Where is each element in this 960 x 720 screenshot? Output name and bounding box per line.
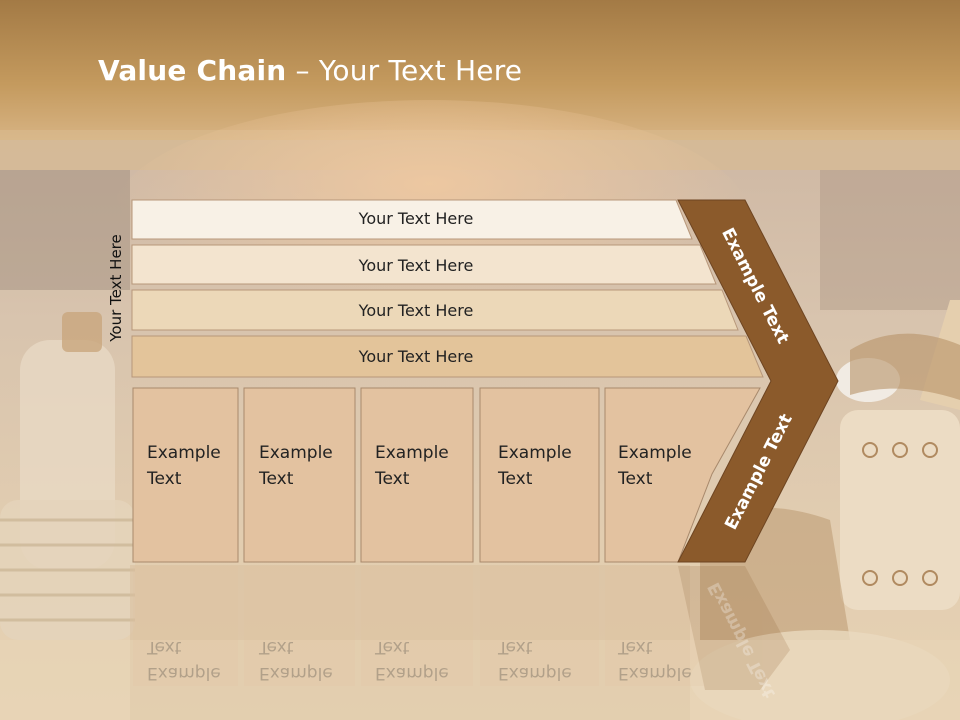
box-reflection-5: Example Text xyxy=(618,634,692,686)
box-label-3-line2: Text xyxy=(375,469,410,489)
activity-box-1 xyxy=(132,387,239,563)
box-label-1-line1: Example xyxy=(147,443,221,463)
box-label-2-line1: Example xyxy=(259,443,333,463)
box-reflection-2: Example Text xyxy=(259,634,333,686)
row-label-2: Your Text Here xyxy=(358,256,474,275)
box-reflection-4-line1: Example xyxy=(498,663,572,683)
box-reflection-1: Example Text xyxy=(147,634,221,686)
box-label-5-line2: Text xyxy=(618,469,653,489)
activity-box-4 xyxy=(479,387,600,563)
chevron-arrow xyxy=(677,199,839,563)
box-reflection-3: Example Text xyxy=(375,634,449,686)
box-reflection-3-line2: Text xyxy=(375,637,410,657)
slide-title: Value Chain – Your Text Here xyxy=(98,54,522,87)
activity-box-3 xyxy=(360,387,474,563)
box-reflection-1-line2: Text xyxy=(147,637,182,657)
box-label-4-line1: Example xyxy=(498,443,572,463)
row-bar-3 xyxy=(131,289,739,331)
activity-box-5 xyxy=(604,387,761,563)
box-label-3-line1: Example xyxy=(375,443,449,463)
row-label-3: Your Text Here xyxy=(358,301,474,320)
box-reflection-5-line2: Text xyxy=(618,637,653,657)
box-reflection-5-line1: Example xyxy=(618,663,692,683)
box-reflection-4-line2: Text xyxy=(498,637,533,657)
row-label-4: Your Text Here xyxy=(358,347,474,366)
box-label-1-line2: Text xyxy=(147,469,182,489)
row-bar-1 xyxy=(131,199,693,240)
box-reflection-2-line1: Example xyxy=(259,663,333,683)
box-reflection-1-line1: Example xyxy=(147,663,221,683)
box-reflection-4: Example Text xyxy=(498,634,572,686)
row-bar-4 xyxy=(131,335,764,378)
row-bar-2 xyxy=(131,244,717,285)
box-label-5-line1: Example xyxy=(618,443,692,463)
activity-box-2 xyxy=(243,387,356,563)
row-label-1: Your Text Here xyxy=(358,209,474,228)
title-bold: Value Chain xyxy=(98,54,287,87)
title-rest: – Your Text Here xyxy=(286,54,523,87)
box-reflection-3-line1: Example xyxy=(375,663,449,683)
box-label-2-line2: Text xyxy=(259,469,294,489)
box-reflection-2-line2: Text xyxy=(259,637,294,657)
reflection xyxy=(133,566,790,690)
box-label-4-line2: Text xyxy=(498,469,533,489)
